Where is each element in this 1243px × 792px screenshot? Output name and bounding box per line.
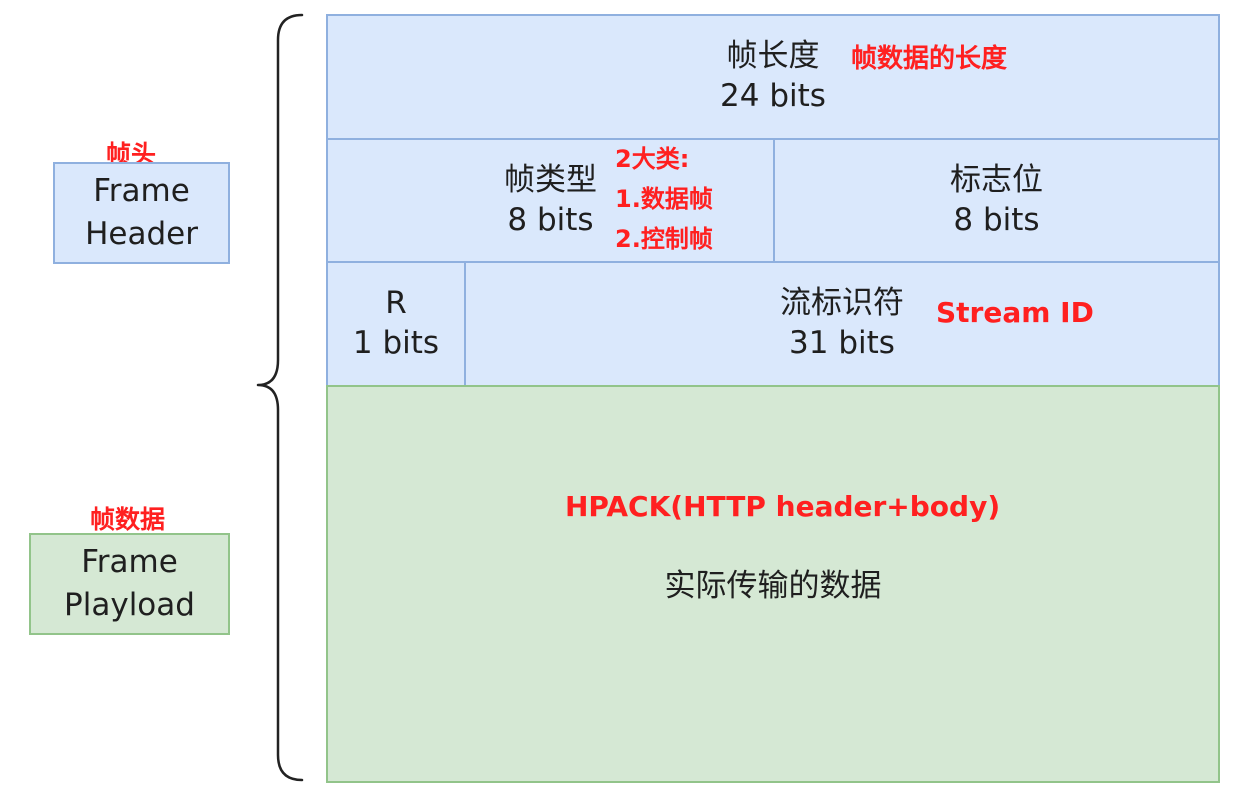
frame-type-note: 2大类: 1.数据帧 2.控制帧 xyxy=(615,139,713,259)
frame-payload-box-line-2: Playload xyxy=(64,587,195,623)
frame-header-box-line-1: Frame xyxy=(93,172,190,209)
frame-payload-box-line-1: Frame xyxy=(81,543,178,580)
frame-header-box: Frame Header xyxy=(53,162,230,264)
frame-type-note-line-2: 1.数据帧 xyxy=(615,185,713,213)
frame-type-name: 帧类型 xyxy=(504,161,597,198)
payload-description: 实际传输的数据 xyxy=(664,568,882,605)
frame-length-field: 帧长度 24 bits xyxy=(326,14,1220,140)
frame-payload-field: 实际传输的数据 xyxy=(326,385,1220,783)
flags-name: 标志位 xyxy=(950,161,1043,198)
frame-length-note: 帧数据的长度 xyxy=(851,44,1008,74)
flags-bits: 8 bits xyxy=(953,201,1040,238)
reserved-field: R 1 bits xyxy=(326,261,466,387)
frame-type-note-line-1: 2大类: xyxy=(615,145,690,173)
stream-id-bits: 31 bits xyxy=(789,325,895,361)
frame-length-name: 帧长度 xyxy=(726,38,820,75)
frame-payload-box: Frame Playload xyxy=(29,533,230,635)
payload-note: HPACK(HTTP header+body) xyxy=(565,490,1001,523)
stream-id-name: 流标识符 xyxy=(780,285,904,322)
frame-length-bits: 24 bits xyxy=(720,78,826,114)
frame-type-note-line-3: 2.控制帧 xyxy=(615,225,713,253)
flags-field: 标志位 8 bits xyxy=(773,138,1220,263)
stream-id-field: 流标识符 31 bits xyxy=(464,261,1220,387)
frame-type-bits: 8 bits xyxy=(507,201,594,238)
reserved-name: R xyxy=(385,285,407,322)
frame-header-box-line-2: Header xyxy=(85,216,198,252)
reserved-bits: 1 bits xyxy=(352,325,440,361)
stream-id-note: Stream ID xyxy=(936,296,1094,329)
frame-payload-side-label: 帧数据 xyxy=(90,505,166,534)
brace-icon xyxy=(256,13,304,782)
frame-type-field: 帧类型 8 bits xyxy=(326,138,775,263)
